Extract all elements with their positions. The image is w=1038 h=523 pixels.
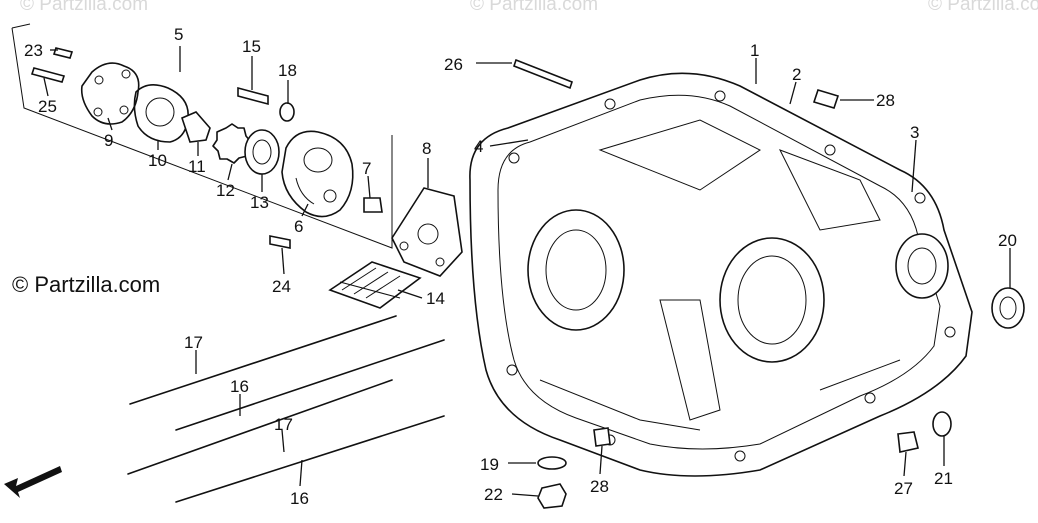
callout-17: 17 <box>274 415 293 434</box>
callout-1: 1 <box>750 41 759 60</box>
callout-2: 2 <box>792 65 801 84</box>
callout-17: 17 <box>184 333 203 352</box>
callout-4: 4 <box>474 137 483 156</box>
callout-10: 10 <box>148 151 167 170</box>
callout-11: 11 <box>188 157 206 176</box>
oil-screen <box>328 261 422 309</box>
callout-8: 8 <box>422 139 431 158</box>
callout-7: 7 <box>362 159 371 178</box>
callout-23: 23 <box>24 41 43 60</box>
stud-bolts <box>127 315 445 503</box>
oil-pump-panel <box>11 23 393 249</box>
watermark: © Partzilla.com <box>20 0 148 15</box>
pump-bolt <box>237 86 269 106</box>
dowel-pin <box>269 235 291 249</box>
callout-18: 18 <box>278 61 297 80</box>
callout-16: 16 <box>290 489 309 508</box>
callout-6: 6 <box>294 217 303 236</box>
leader-lines <box>43 46 1011 497</box>
dowel-pin <box>897 431 919 453</box>
callout-26: 26 <box>444 55 463 74</box>
inner-rotor <box>212 123 252 164</box>
callout-14: 14 <box>426 289 445 308</box>
pump-cover-plate <box>80 62 140 125</box>
outer-rotor <box>244 129 280 175</box>
callout-12: 12 <box>216 181 235 200</box>
callout-20: 20 <box>998 231 1017 250</box>
callout-5: 5 <box>174 25 183 44</box>
cap <box>363 197 383 213</box>
washer <box>279 102 295 122</box>
callout-27: 27 <box>894 479 913 498</box>
callout-13: 13 <box>250 193 269 212</box>
callout-28: 28 <box>590 477 609 496</box>
callout-labels: 23 25 5 9 10 11 12 13 15 18 6 7 8 24 14 … <box>24 25 1017 508</box>
dowel-pin <box>812 89 840 109</box>
callout-3: 3 <box>910 123 919 142</box>
callout-24: 24 <box>272 277 291 296</box>
crankcase-bolt <box>513 58 573 90</box>
callout-19: 19 <box>480 455 499 474</box>
oil-seal <box>932 411 952 437</box>
callout-28: 28 <box>876 91 895 110</box>
callout-21: 21 <box>934 469 953 488</box>
crankcase <box>469 72 973 477</box>
screw <box>30 67 66 83</box>
pump-pin <box>181 111 211 143</box>
screw <box>52 47 74 59</box>
callout-9: 9 <box>104 131 113 150</box>
fwd-arrow: FWD <box>4 457 62 498</box>
callout-16: 16 <box>230 377 249 396</box>
copyright-text: © Partzilla.com <box>12 272 161 297</box>
drain-bolt <box>537 483 567 509</box>
dowel-pin <box>593 427 611 447</box>
callout-15: 15 <box>242 37 261 56</box>
watermark: © Partzilla.com <box>928 0 1038 15</box>
pump-gasket <box>133 84 189 143</box>
callout-25: 25 <box>38 97 57 116</box>
callout-22: 22 <box>484 485 503 504</box>
oil-seal <box>991 287 1025 329</box>
cover-gasket <box>391 187 463 277</box>
pump-body <box>281 130 354 218</box>
watermark: © Partzilla.com <box>470 0 598 15</box>
washer <box>537 456 567 470</box>
